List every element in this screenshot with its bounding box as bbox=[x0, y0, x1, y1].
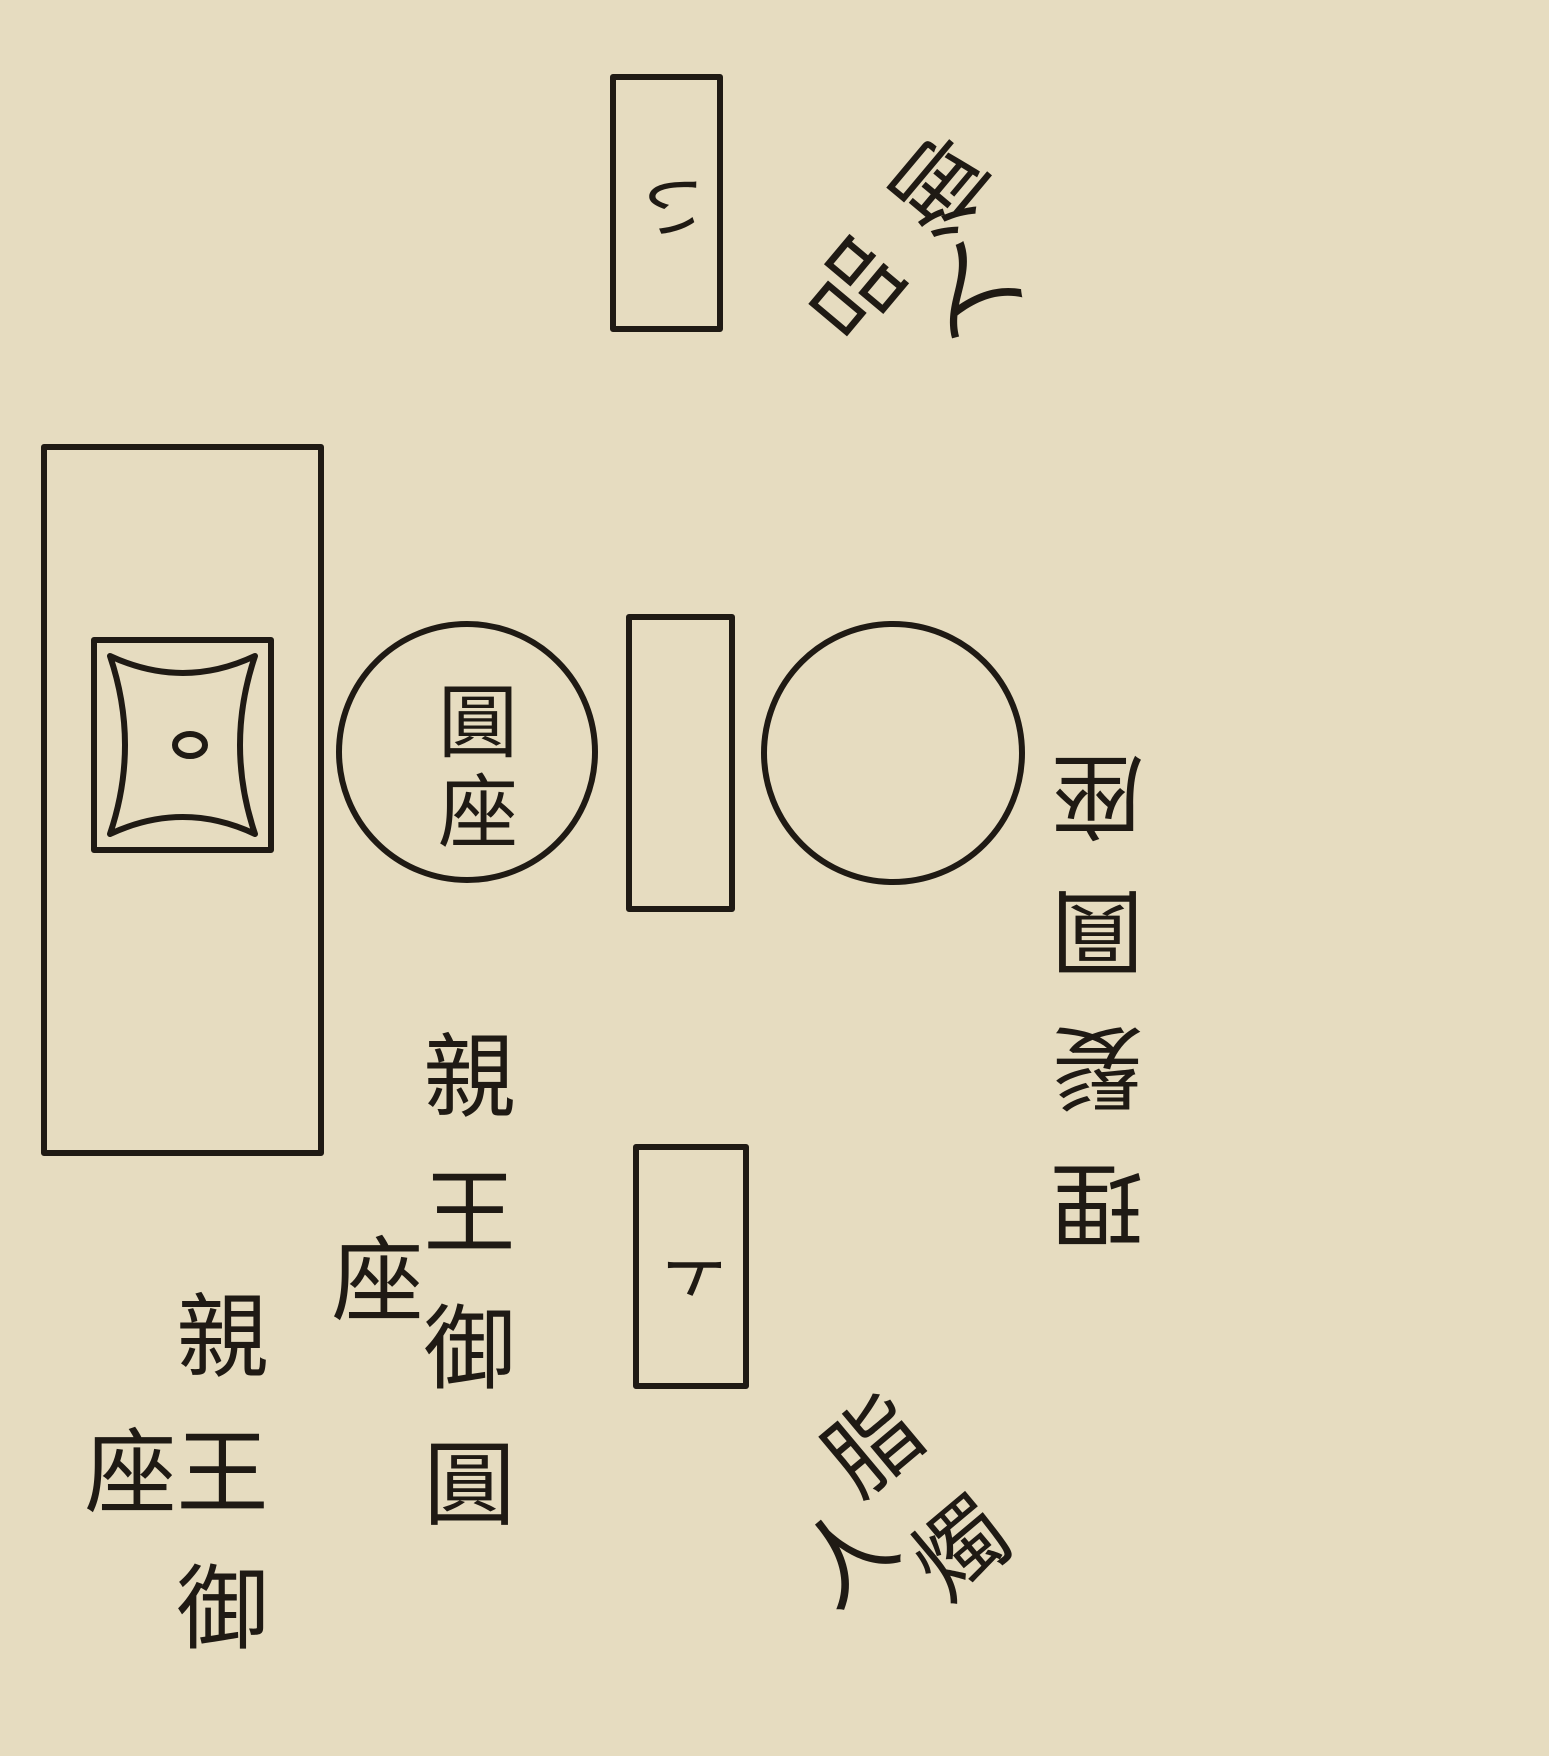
main-seat-rect bbox=[41, 444, 324, 1156]
main-seat-cushion bbox=[91, 637, 274, 853]
barber-seat-circle bbox=[761, 621, 1025, 885]
round-seat-label: 親王御圓座 bbox=[316, 1028, 515, 1572]
top-box-rect bbox=[610, 74, 723, 332]
round-seat-inner-label: 圓座 bbox=[425, 680, 518, 860]
bottom-box-mark: ト bbox=[654, 1240, 731, 1306]
barber-seat-label: 理髪圓座 bbox=[1052, 708, 1159, 1252]
bottom-box-rect bbox=[633, 1144, 749, 1389]
main-seat-label: 親王御座 bbox=[69, 1288, 268, 1696]
round-seat-circle bbox=[336, 621, 598, 883]
center-table-rect bbox=[626, 614, 735, 912]
top-box-mark: い bbox=[634, 173, 711, 239]
